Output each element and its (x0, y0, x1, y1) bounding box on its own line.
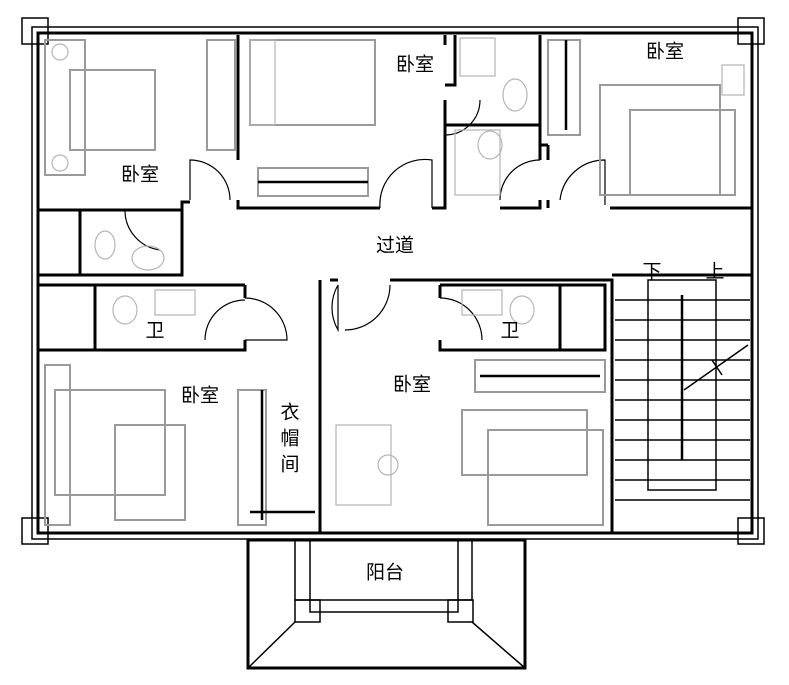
label-bathroom-right: 卫 (500, 320, 519, 342)
interior-walls (38, 35, 752, 533)
label-stairs-down: 下 (642, 261, 661, 283)
label-closet-3: 间 (280, 454, 299, 476)
label-bedroom-top-middle: 卧室 (396, 54, 434, 76)
label-stairs-up: 上 (705, 261, 724, 283)
furniture (44, 37, 745, 526)
label-bathroom-left: 卫 (145, 320, 164, 342)
label-bedroom-top-right: 卧室 (646, 41, 684, 63)
label-closet-2: 帽 (280, 428, 299, 450)
label-bedroom-bottom-left: 卧室 (181, 385, 219, 407)
label-closet-1: 衣 (280, 402, 299, 424)
staircase (615, 279, 750, 501)
label-corridor: 过道 (376, 235, 414, 257)
door-swings (124, 99, 606, 341)
label-balcony: 阳台 (366, 562, 404, 584)
balcony (246, 538, 527, 670)
label-bedroom-bottom-middle: 卧室 (393, 374, 431, 396)
outer-walls (31, 26, 759, 540)
label-bedroom-top-left: 卧室 (121, 164, 159, 186)
